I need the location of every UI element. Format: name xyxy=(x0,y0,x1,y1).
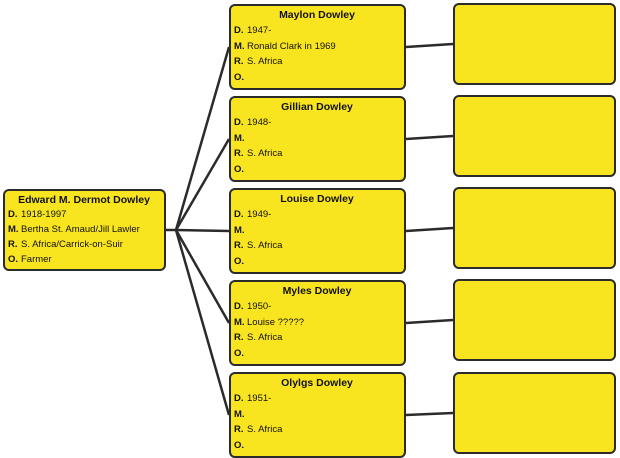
child-field-residence: R.S. Africa xyxy=(234,240,283,251)
child-field-occupation: O. xyxy=(234,255,245,267)
child-field-residence: R.S. Africa xyxy=(234,148,283,159)
child-field-married: M. xyxy=(234,132,245,144)
spouse-link-line-4 xyxy=(405,318,454,325)
child-name: Louise Dowley xyxy=(280,193,354,205)
branch-line-4 xyxy=(174,229,231,324)
branch-line-3 xyxy=(175,228,230,233)
child-field-birth: D.1948- xyxy=(234,117,272,128)
child-field-residence: R.S. Africa xyxy=(234,424,283,435)
child-name: Olylgs Dowley xyxy=(281,377,353,389)
child-field-married: M. xyxy=(234,224,245,236)
branch-line-2 xyxy=(174,138,231,231)
child-field-birth: D.1947- xyxy=(234,25,272,36)
spouse-card-empty-3[interactable] xyxy=(453,187,616,269)
child-field-birth: D.1949- xyxy=(234,209,272,220)
child-field-occupation: O. xyxy=(234,439,245,451)
child-field-occupation: O. xyxy=(234,163,245,175)
child-field-married: M.Louise ????? xyxy=(234,316,305,328)
spouse-link-line-1 xyxy=(405,42,454,49)
branch-line-1 xyxy=(174,46,231,231)
branch-line-5 xyxy=(174,229,231,416)
child-field-birth: D.1950- xyxy=(234,301,272,312)
child-name: Gillian Dowley xyxy=(281,101,353,113)
root-field-occupation: O.Farmer xyxy=(8,254,52,265)
child-field-residence: R.S. Africa xyxy=(234,56,283,67)
child-field-married: M.Ronald Clark in 1969 xyxy=(234,40,336,52)
spouse-link-line-2 xyxy=(405,134,454,141)
spouse-card-empty-4[interactable] xyxy=(453,279,616,361)
child-name: Maylon Dowley xyxy=(279,9,355,21)
root-field-residence: R.S. Africa/Carrick-on-Suir xyxy=(8,239,123,250)
root-field-birth: D.1918-1997 xyxy=(8,209,67,220)
child-field-occupation: O. xyxy=(234,347,245,359)
child-field-birth: D.1951- xyxy=(234,393,272,404)
child-field-occupation: O. xyxy=(234,71,245,83)
child-field-residence: R.S. Africa xyxy=(234,332,283,343)
root-person-card[interactable]: Edward M. Dermot Dowley D.1918-1997 M.Be… xyxy=(3,189,166,271)
root-field-married: M.Bertha St. Amaud/Jill Lawler xyxy=(8,224,140,235)
spouse-card-empty-2[interactable] xyxy=(453,95,616,177)
child-field-married: M. xyxy=(234,408,245,420)
spouse-link-line-5 xyxy=(405,411,454,417)
spouse-card-empty-1[interactable] xyxy=(453,3,616,85)
root-person-name: Edward M. Dermot Dowley xyxy=(18,194,150,206)
child-name: Myles Dowley xyxy=(282,285,352,297)
spouse-card-empty-5[interactable] xyxy=(453,372,616,454)
spouse-link-line-3 xyxy=(405,226,454,233)
